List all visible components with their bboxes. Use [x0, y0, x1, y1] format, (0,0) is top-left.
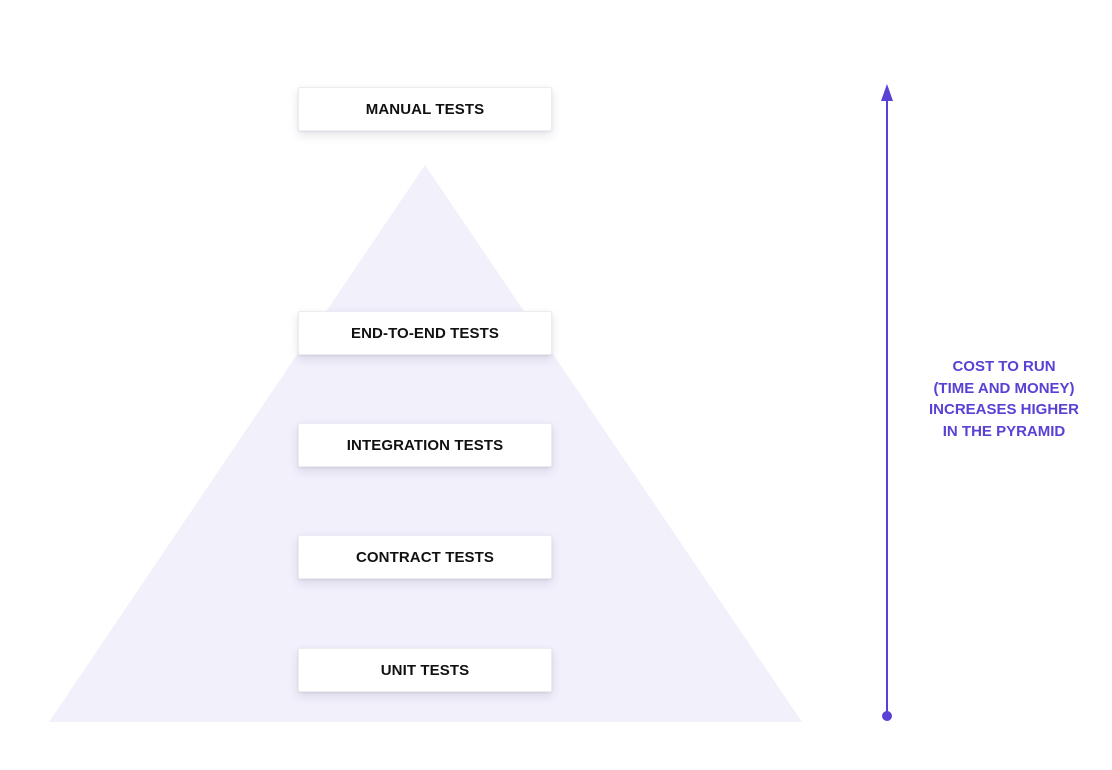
- unit-tests-box: UNIT TESTS: [298, 648, 552, 692]
- contract-tests-label: CONTRACT TESTS: [355, 548, 495, 566]
- cost-annotation: COST TO RUN (TIME AND MONEY) INCREASES H…: [918, 356, 1090, 442]
- cost-annotation-line: INCREASES HIGHER: [928, 401, 1080, 418]
- contract-tests-box: CONTRACT TESTS: [298, 535, 552, 579]
- cost-arrow-origin-dot: [882, 711, 892, 721]
- integration-tests-box: INTEGRATION TESTS: [298, 423, 552, 467]
- integration-tests-label: INTEGRATION TESTS: [346, 436, 504, 454]
- manual-tests-label: MANUAL TESTS: [365, 100, 485, 118]
- arrow-up-icon: [881, 84, 893, 101]
- end-to-end-tests-label: END-TO-END TESTS: [351, 324, 499, 342]
- manual-tests-box: MANUAL TESTS: [298, 87, 552, 131]
- cost-annotation-line: (TIME AND MONEY): [933, 379, 1075, 397]
- cost-annotation-line: COST TO RUN: [952, 358, 1056, 375]
- unit-tests-label: UNIT TESTS: [380, 661, 470, 679]
- end-to-end-tests-box: END-TO-END TESTS: [298, 311, 552, 355]
- cost-annotation-line: IN THE PYRAMID: [942, 422, 1066, 440]
